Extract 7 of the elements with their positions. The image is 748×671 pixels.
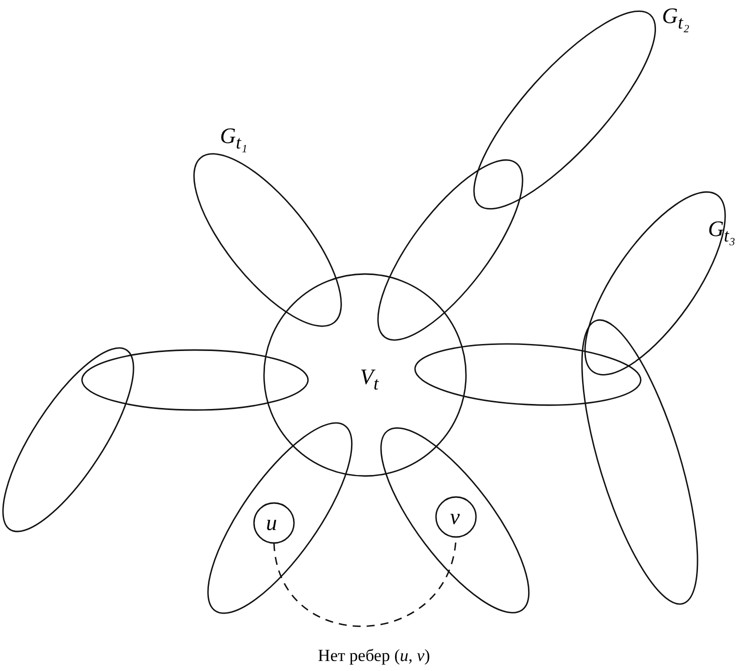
subgraph-label: G$_{t₂}$ <box>662 5 690 32</box>
caption: Нет ребер (u, v) <box>318 646 430 665</box>
vertex-label: v <box>450 506 460 528</box>
subgraph-label: G$_{t₃}$ <box>708 218 736 245</box>
vertex-label: V$_{t}$ <box>360 366 379 393</box>
subgraph-label: G$_{t₁}$ <box>220 125 248 152</box>
vertex-label: u <box>266 512 277 534</box>
